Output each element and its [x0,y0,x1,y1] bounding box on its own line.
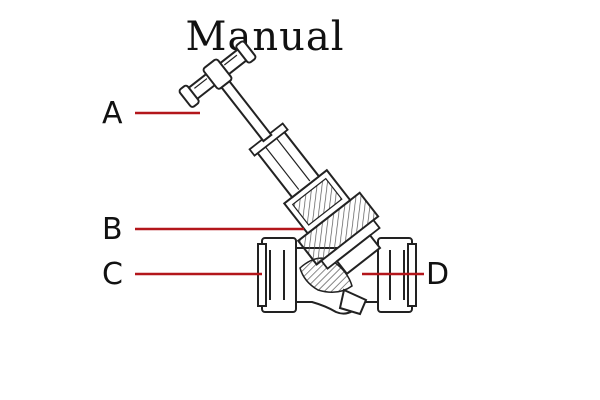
label-d: D [426,257,450,292]
diagram-title: Manual [185,14,345,60]
bonnet-packing [291,177,343,226]
disc-seat [338,288,368,316]
label-c: C [102,257,123,292]
valve-stem [216,75,273,143]
handwheel [178,40,257,108]
label-a: A [102,96,123,131]
label-b: B [102,212,123,247]
leader-lines [135,111,424,276]
bonnet-assembly [178,40,382,276]
left-port [261,237,297,313]
valve-disc [335,233,382,276]
